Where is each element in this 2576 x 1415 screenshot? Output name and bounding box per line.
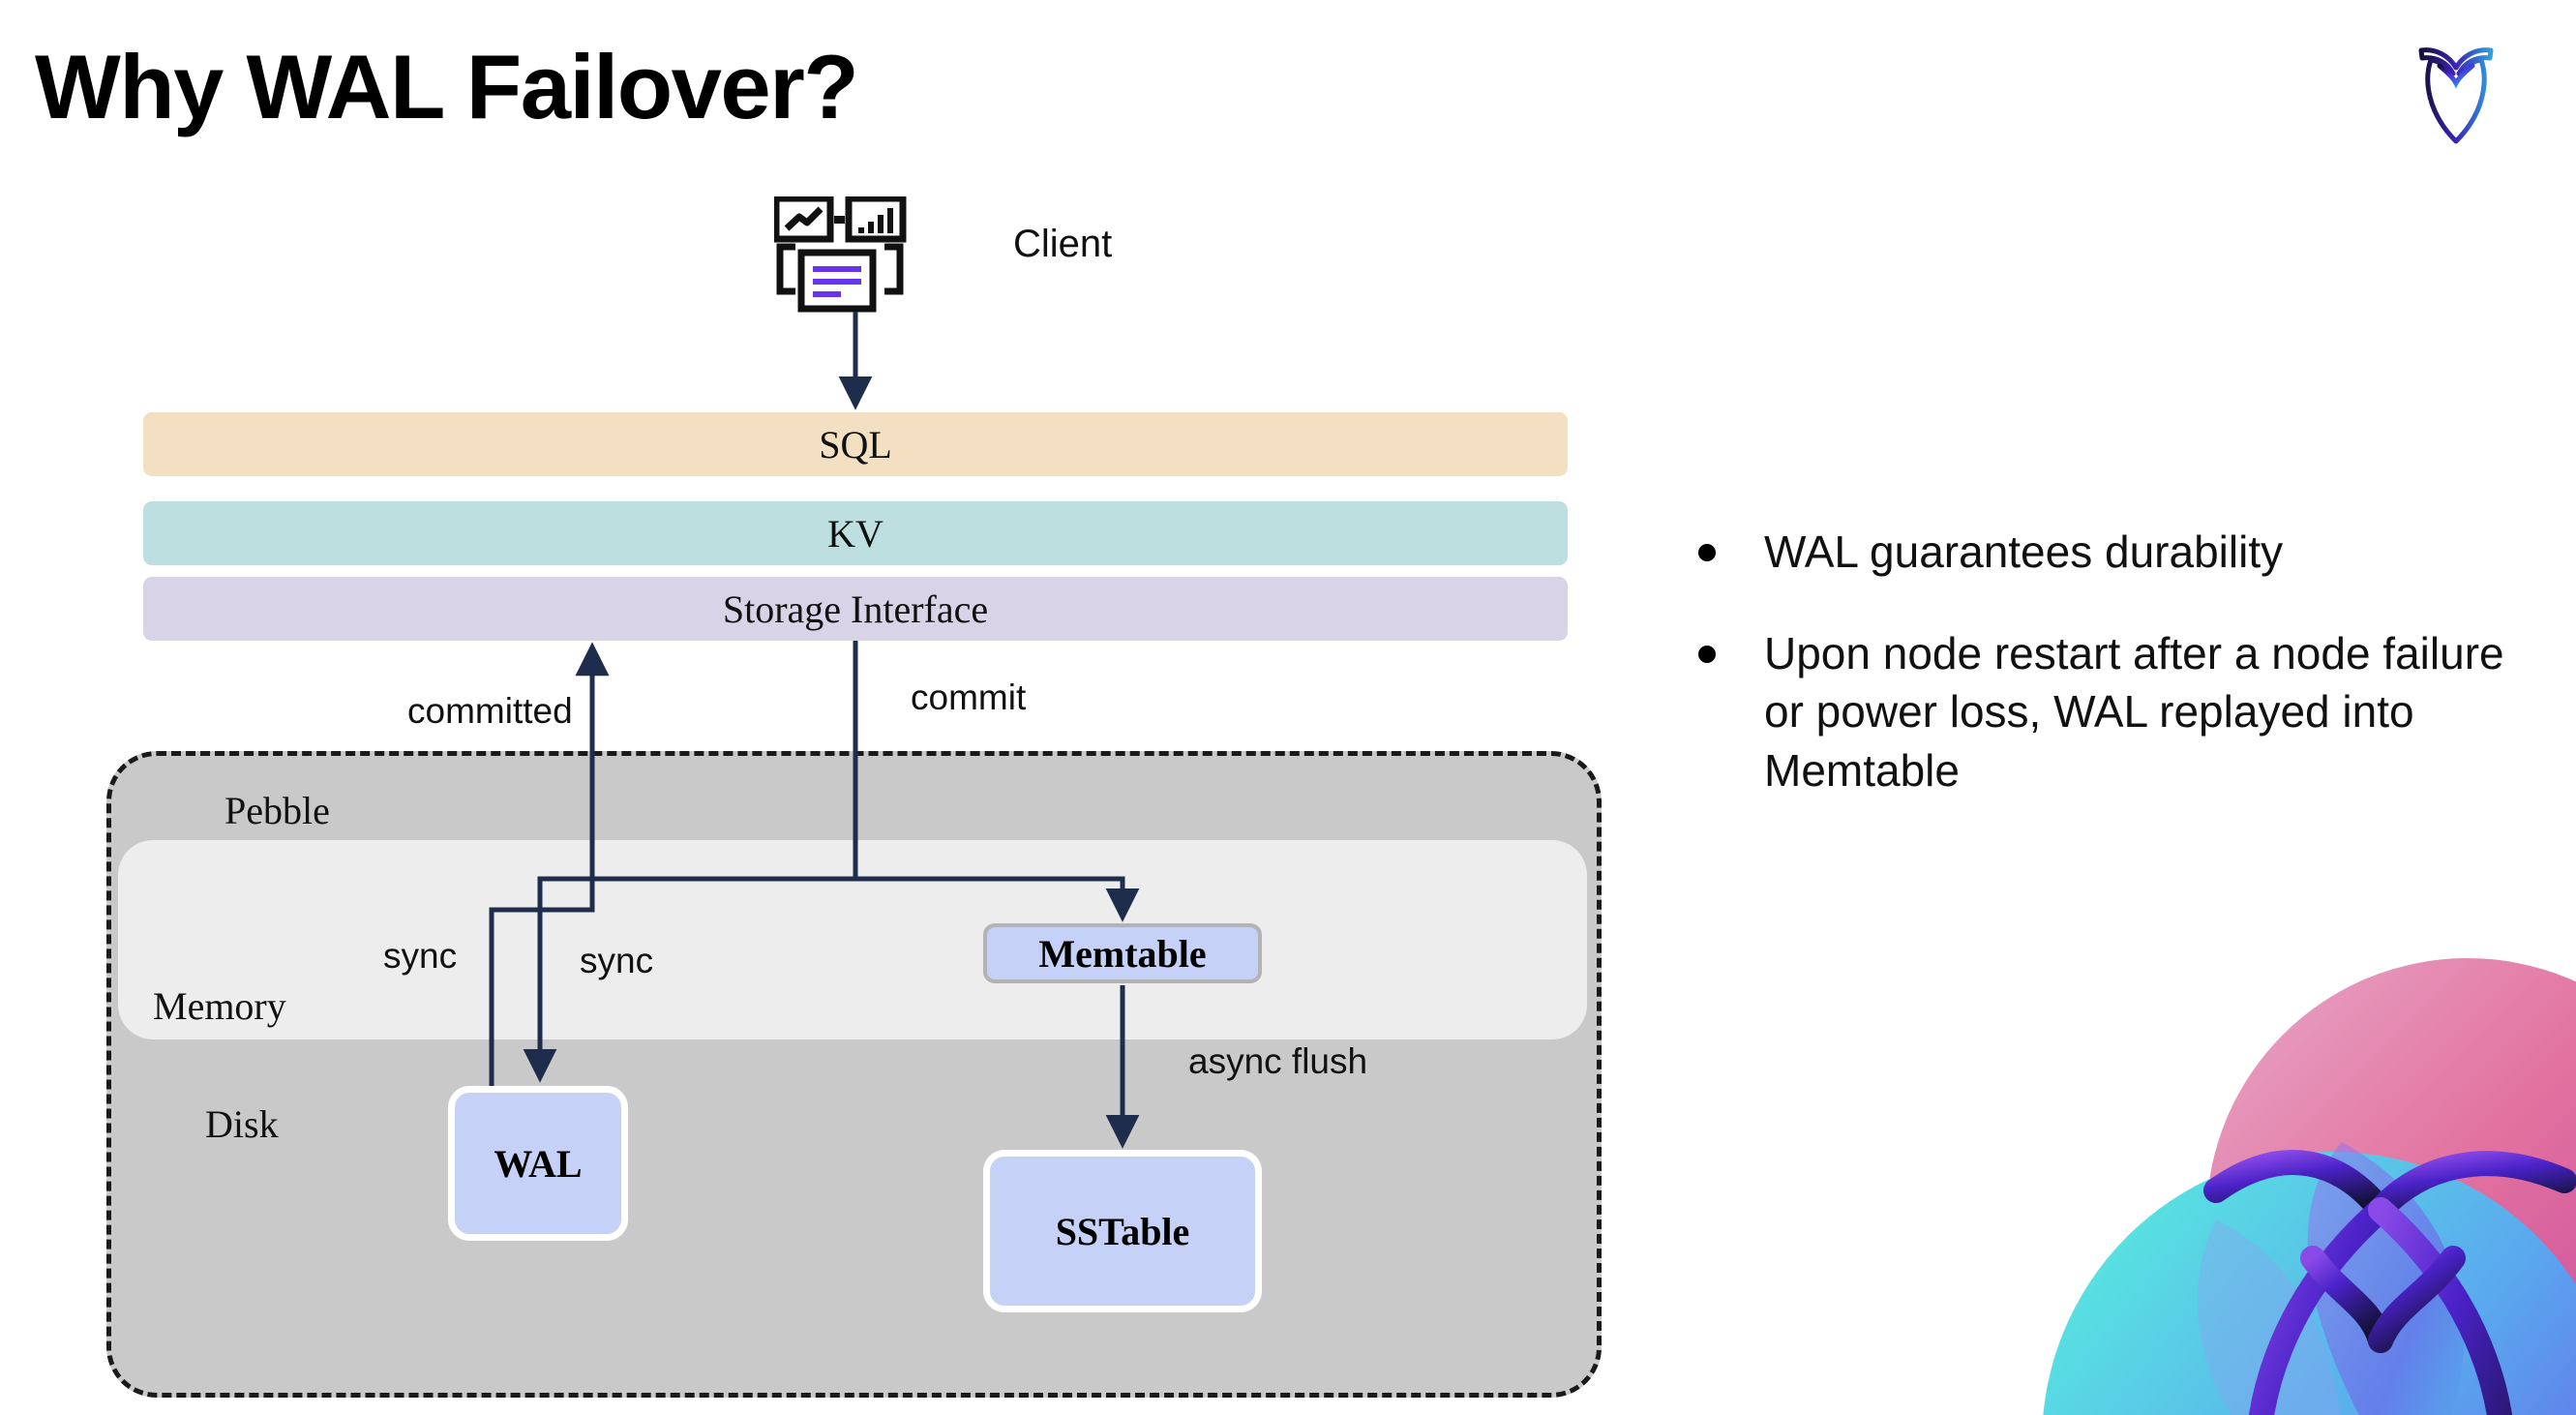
list-item: WAL guarantees durability: [1698, 523, 2531, 582]
node-wal-label: WAL: [494, 1141, 583, 1186]
layer-bar-storage-interface: Storage Interface: [143, 577, 1568, 641]
page-title: Why WAL Failover?: [35, 36, 859, 137]
memory-label: Memory: [153, 984, 286, 1028]
decorative-logo-graphic: [1926, 900, 2576, 1415]
edge-label-sync-left: sync: [383, 936, 458, 976]
layer-bar-kv: KV: [143, 501, 1568, 565]
bullet-dot-icon: [1698, 645, 1716, 663]
list-item: Upon node restart after a node failure o…: [1698, 624, 2531, 800]
bullet-text: Upon node restart after a node failure o…: [1764, 627, 2504, 797]
node-memtable-label: Memtable: [1038, 931, 1207, 976]
edge-label-commit: commit: [911, 677, 1027, 717]
bullet-list: WAL guarantees durability Upon node rest…: [1698, 523, 2531, 843]
disk-label: Disk: [205, 1102, 279, 1146]
layer-bar-sql: SQL: [143, 412, 1568, 476]
cockroachdb-logo-icon: [2417, 37, 2495, 151]
edge-label-async-flush: async flush: [1188, 1041, 1368, 1081]
node-sstable: SSTable: [983, 1150, 1262, 1312]
client-dashboard-icon: [772, 195, 929, 313]
memory-region: [118, 840, 1587, 1039]
node-memtable: Memtable: [983, 923, 1262, 983]
node-sstable-label: SSTable: [1055, 1209, 1190, 1253]
edge-label-committed: committed: [407, 691, 573, 731]
bullet-dot-icon: [1698, 544, 1716, 561]
layer-bar-storage-interface-label: Storage Interface: [722, 587, 989, 631]
client-label: Client: [1013, 223, 1113, 265]
node-wal: WAL: [448, 1086, 628, 1241]
layer-bar-sql-label: SQL: [819, 422, 892, 467]
pebble-label: Pebble: [225, 789, 330, 832]
edge-label-sync-right: sync: [580, 941, 654, 980]
bullet-text: WAL guarantees durability: [1764, 527, 2284, 577]
layer-bar-kv-label: KV: [827, 511, 884, 556]
